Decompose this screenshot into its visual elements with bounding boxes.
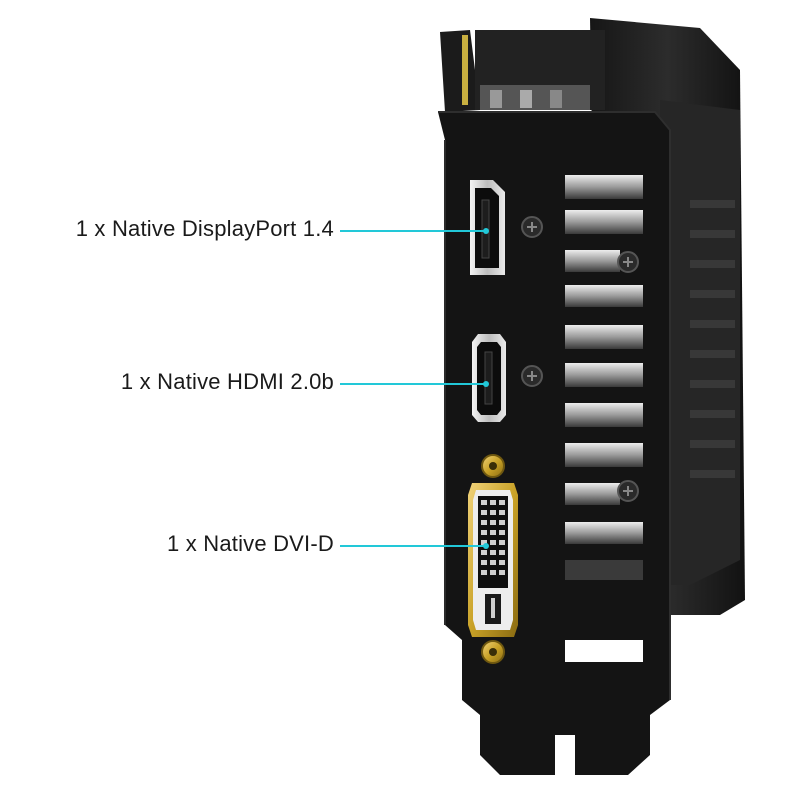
bracket-vents <box>565 175 643 662</box>
displayport-connector-icon <box>470 180 505 275</box>
pcb-edge <box>440 30 605 112</box>
label-dvi: 1 x Native DVI-D <box>166 531 334 556</box>
screw-icon <box>521 216 639 502</box>
label-hdmi: 1 x Native HDMI 2.0b <box>120 369 334 394</box>
hdmi-connector-icon <box>472 334 506 422</box>
label-displayport: 1 x Native DisplayPort 1.4 <box>75 216 334 241</box>
dvi-d-connector-icon <box>468 454 518 664</box>
callout-lines <box>340 228 489 549</box>
